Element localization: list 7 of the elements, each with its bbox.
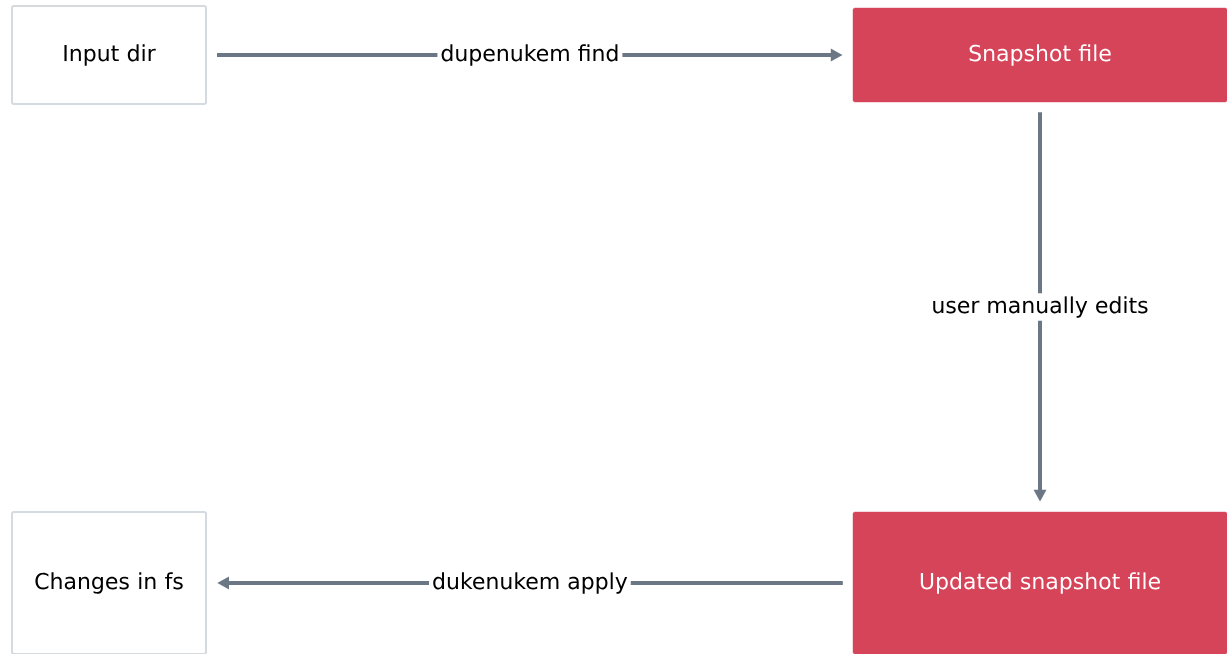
edge-label: dupenukem find	[437, 41, 623, 69]
edge-label: dukenukem apply	[429, 569, 631, 597]
edge-label: user manually edits	[928, 293, 1152, 321]
process-box: Changes in fs	[11, 511, 207, 654]
process-box: Updated snapshot file	[852, 511, 1227, 654]
process-box: Snapshot file	[852, 7, 1227, 103]
process-box: Input dir	[11, 5, 207, 105]
